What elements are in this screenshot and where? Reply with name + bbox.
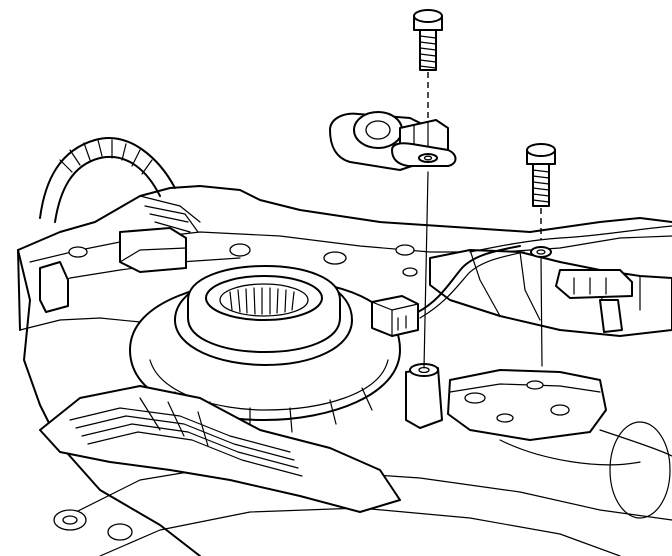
speed-sensor xyxy=(329,111,457,171)
sensor-mount-pad xyxy=(405,363,672,519)
bolt-hole-right xyxy=(530,246,552,258)
output-shaft-seal xyxy=(129,265,401,433)
housing-bosses xyxy=(39,227,418,313)
alignment-lines xyxy=(423,72,543,369)
valve-body-passages xyxy=(39,385,401,541)
upper-bolt xyxy=(413,9,443,71)
right-bolt xyxy=(526,143,556,207)
wiring-harness xyxy=(39,137,201,233)
right-housing xyxy=(429,225,672,337)
sensor-wire xyxy=(417,245,525,319)
electrical-connector xyxy=(371,295,419,337)
